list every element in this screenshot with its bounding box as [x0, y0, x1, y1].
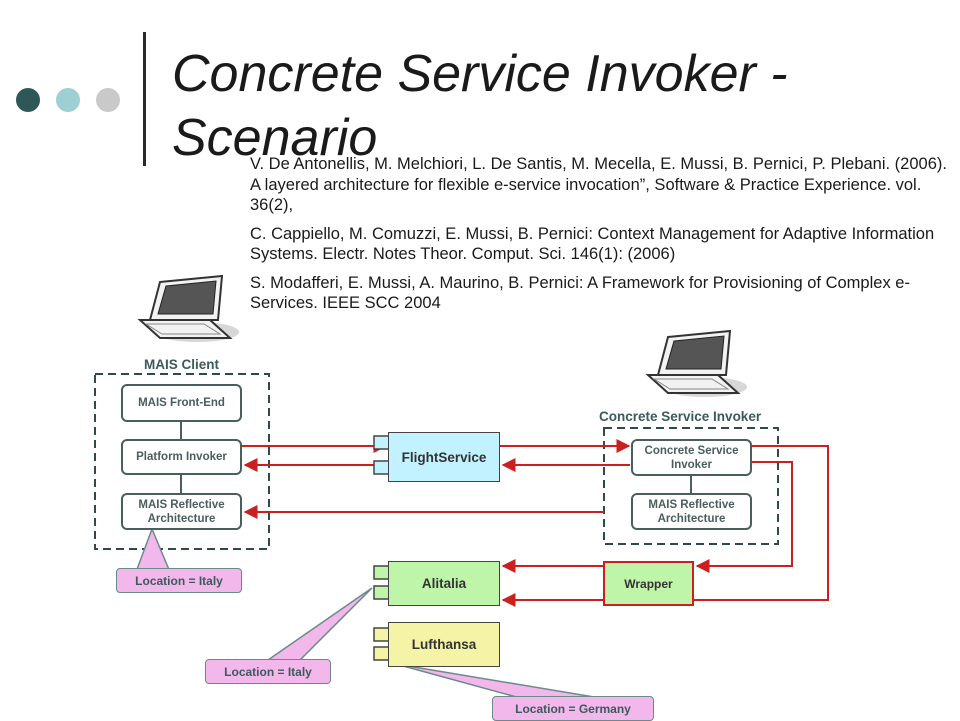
callout-tail-lufthansa — [395, 663, 601, 699]
mais-client-label: MAIS Client — [144, 357, 220, 372]
reference-item: S. Modafferi, E. Mussi, A. Maurino, B. P… — [250, 273, 910, 313]
callout-tail-alitalia — [265, 587, 373, 661]
decor-dot-light — [56, 88, 80, 112]
reference-item: C. Cappiello, M. Comuzzi, E. Mussi, B. P… — [250, 224, 935, 264]
csi-invoker-box: Concrete Service Invoker — [631, 439, 752, 476]
csi-reflective-box: MAIS Reflective Architecture — [631, 493, 752, 530]
callout-tail-client — [134, 526, 172, 573]
decor-dot-dark — [16, 88, 40, 112]
reference-list: V. De Antonellis, M. Melchiori, L. De Sa… — [250, 154, 950, 322]
alitalia-box: Alitalia — [388, 561, 500, 606]
lufthansa-box: Lufthansa — [388, 622, 500, 667]
platform-invoker-box: Platform Invoker — [121, 439, 242, 475]
alitalia-location-callout: Location = Italy — [205, 659, 331, 684]
slide-title: Concrete Service Invoker - Scenario — [172, 45, 788, 167]
arrow-csi-to-wrapper — [695, 461, 793, 573]
client-location-callout: Location = Italy — [116, 568, 242, 593]
title-divider — [143, 32, 146, 166]
decor-dot-gray — [96, 88, 120, 112]
laptop-icon-client — [137, 274, 239, 342]
client-reflective-box: MAIS Reflective Architecture — [121, 493, 242, 530]
csi-container — [603, 427, 779, 545]
wrapper-box: Wrapper — [603, 561, 694, 606]
flight-service-box: FlightService — [388, 432, 500, 482]
reference-item: V. De Antonellis, M. Melchiori, L. De Sa… — [250, 155, 947, 214]
laptop-icon-csi — [645, 329, 747, 397]
csi-group-label: Concrete Service Invoker — [599, 409, 762, 424]
mais-front-end-box: MAIS Front-End — [121, 384, 242, 422]
mais-client-container — [94, 373, 270, 550]
lufthansa-location-callout: Location = Germany — [492, 696, 654, 721]
